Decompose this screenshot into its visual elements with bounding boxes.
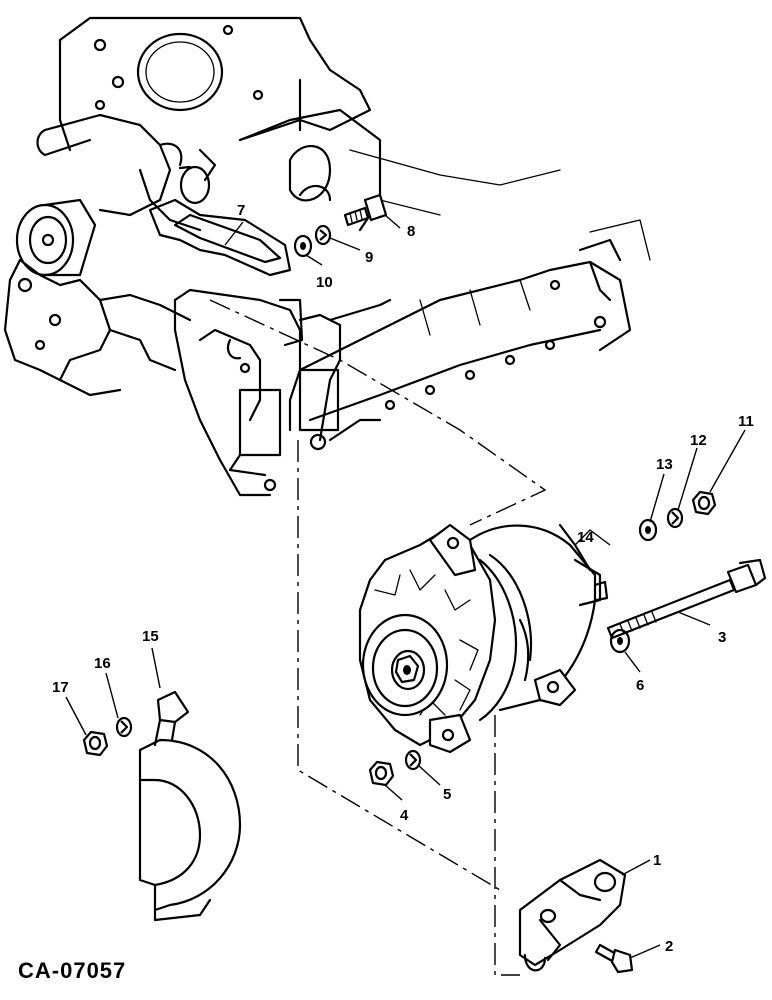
part-4-nut (368, 760, 395, 787)
figure-code: CA-07057 (18, 958, 126, 983)
assembly-lines (209, 299, 547, 976)
callout-13: 13 (656, 456, 673, 473)
callout-3: 3 (718, 629, 726, 646)
engine-block (3, 16, 651, 497)
part-15-shield (138, 690, 242, 922)
callout-1: 1 (653, 852, 661, 869)
part-3-bolt (606, 558, 767, 640)
callout-2: 2 (665, 938, 673, 955)
part-9-lockwasher (314, 224, 332, 246)
part-5-lockwasher (404, 749, 422, 771)
part-10-washer (293, 234, 313, 258)
part-16-lockwasher (115, 716, 133, 738)
callout-11: 11 (738, 413, 754, 430)
callout-10: 10 (316, 274, 333, 291)
callout-8: 8 (407, 223, 415, 240)
part-17-nut (82, 730, 109, 757)
part-12-lockwasher (666, 507, 684, 529)
callout-6: 6 (636, 677, 644, 694)
part-14-alternator (358, 523, 609, 754)
callout-17: 17 (52, 679, 69, 696)
part-1-bracket (518, 858, 627, 972)
callout-7: 7 (237, 202, 245, 219)
part-13-washer (638, 518, 658, 542)
part-2-bolt (594, 943, 634, 974)
leader-lines (65, 214, 746, 959)
callout-4: 4 (400, 807, 409, 824)
part-6-washer (609, 628, 631, 654)
callout-15: 15 (142, 628, 159, 645)
callout-12: 12 (690, 432, 707, 449)
callout-9: 9 (365, 249, 373, 266)
callout-labels: 1 2 3 4 5 6 7 8 9 10 11 12 13 14 15 16 1… (52, 202, 754, 955)
callout-16: 16 (94, 655, 111, 672)
part-11-nut (691, 490, 717, 516)
callout-14: 14 (577, 529, 594, 546)
callout-5: 5 (443, 786, 451, 803)
